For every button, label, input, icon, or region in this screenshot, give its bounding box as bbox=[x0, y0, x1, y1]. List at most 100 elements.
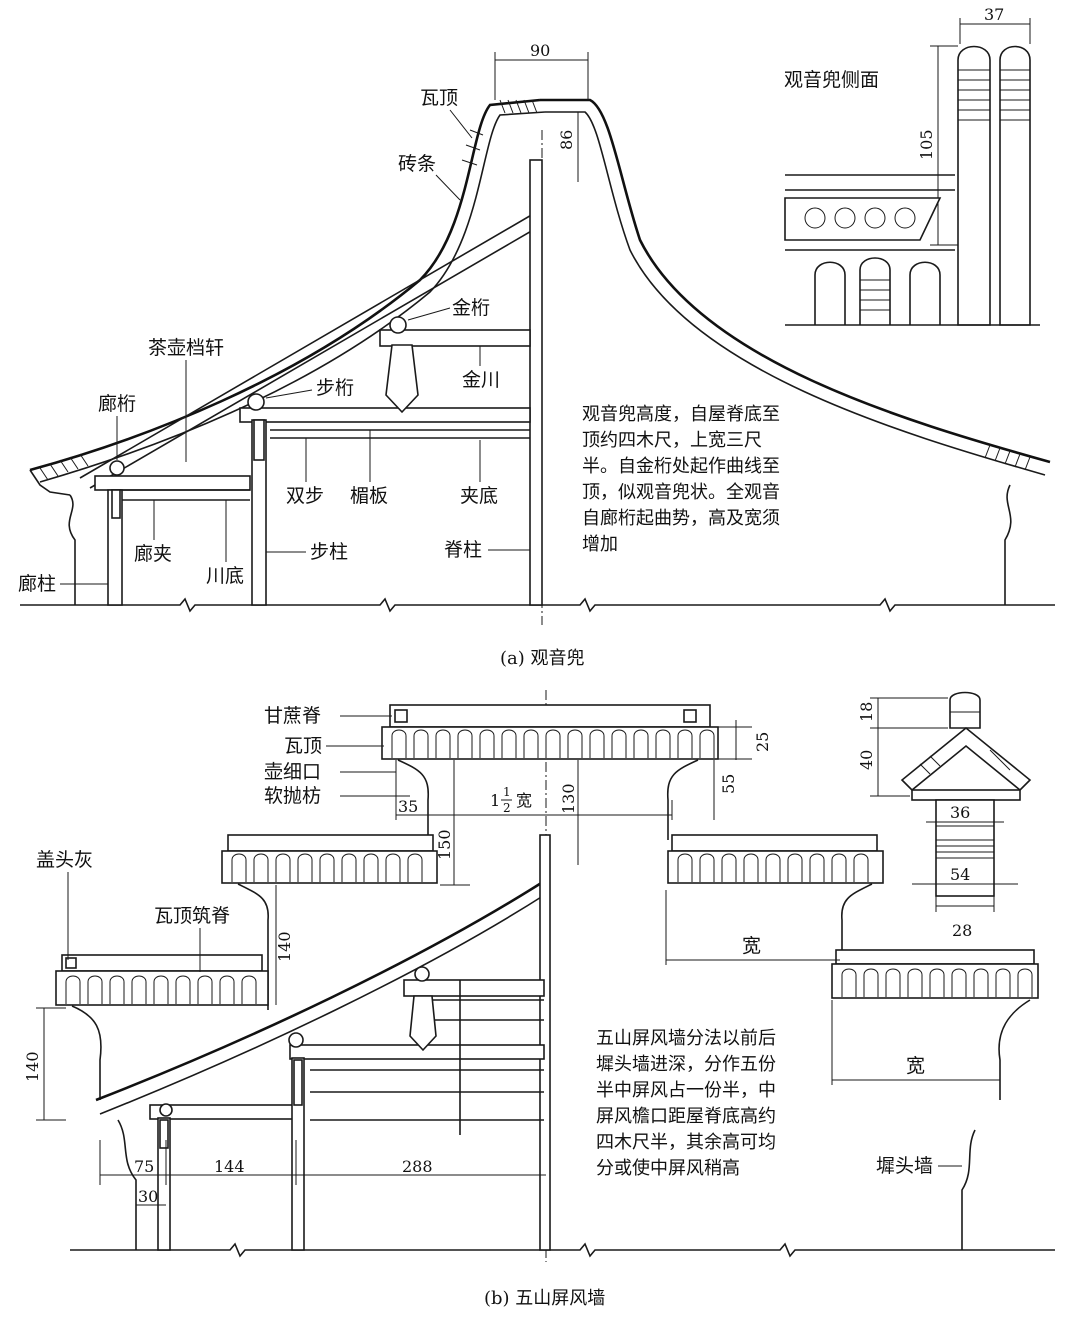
inset-side-view: 观音兜侧面 37 105 bbox=[784, 5, 1040, 326]
dim-90: 90 bbox=[530, 41, 550, 60]
inset-dim-54: 54 bbox=[950, 865, 970, 884]
label-jinchuan: 金川 bbox=[462, 369, 500, 391]
wall-low-left bbox=[117, 1119, 137, 1250]
beam-langjia bbox=[94, 475, 251, 491]
eave-left bbox=[29, 469, 71, 496]
dim-140a: 140 bbox=[275, 931, 294, 962]
corbel-mid-left bbox=[237, 883, 269, 1010]
svg-text:顶，似观音兜状。全观音: 顶，似观音兜状。全观音 bbox=[582, 482, 780, 503]
hanging-bracket-b bbox=[409, 995, 437, 1052]
label-ganzheji: 甘蔗脊 bbox=[264, 705, 321, 727]
dim-140b: 140 bbox=[23, 1051, 42, 1082]
eave-hatch-right bbox=[984, 444, 1031, 471]
rafter-a2 bbox=[89, 225, 541, 489]
ground-line-b bbox=[70, 1242, 1055, 1258]
ridge-low-left bbox=[61, 954, 263, 972]
label-wading-b: 瓦顶 bbox=[284, 735, 322, 757]
inset-dim-36: 36 bbox=[950, 803, 970, 822]
label-langjia: 廊夹 bbox=[134, 543, 172, 565]
roof-profile-left-outer bbox=[29, 98, 541, 472]
corbel-top-left bbox=[397, 759, 429, 880]
label-shuangbu: 双步 bbox=[286, 485, 324, 507]
caption-a: (a) 观音兜 bbox=[500, 648, 585, 669]
ridge-mid-left bbox=[227, 834, 434, 852]
roof-profile-right-inner bbox=[545, 111, 1046, 476]
corbel-low-right bbox=[998, 999, 1031, 1100]
corbel-left bbox=[68, 494, 76, 605]
dim-35: 35 bbox=[398, 797, 418, 816]
label-jiadi: 夹底 bbox=[460, 485, 498, 507]
ridge-top bbox=[389, 704, 711, 728]
dim-144: 144 bbox=[214, 1157, 245, 1176]
corbel-right bbox=[1004, 484, 1012, 605]
label-wading-a: 瓦顶 bbox=[420, 87, 458, 109]
corbel-mid-right bbox=[841, 883, 873, 960]
dim-25: 25 bbox=[753, 732, 772, 752]
dim-55: 55 bbox=[719, 774, 738, 794]
dim-frac-num: 1 bbox=[503, 785, 511, 799]
purlin-langheng bbox=[109, 460, 125, 476]
column-b-bu bbox=[291, 1057, 305, 1251]
svg-text:增加: 增加 bbox=[582, 534, 618, 555]
label-zhuantiao: 砖条 bbox=[398, 153, 436, 175]
wall-low-right bbox=[961, 1129, 976, 1250]
beam-b-low bbox=[149, 1104, 301, 1120]
label-shantouqiang: 墀头墙 bbox=[876, 1155, 933, 1177]
dim-center-whole: 1 bbox=[490, 791, 500, 810]
dim-86: 86 bbox=[557, 130, 576, 150]
label-jizhu: 脊柱 bbox=[444, 539, 482, 561]
roof-profile-right-outer bbox=[540, 98, 1051, 464]
svg-text:屏风檐口距屋脊底高约: 屏风檐口距屋脊底高约 bbox=[596, 1106, 776, 1127]
column-b-lang bbox=[157, 1117, 171, 1251]
dim-288: 288 bbox=[402, 1157, 433, 1176]
small-post-2 bbox=[253, 419, 265, 461]
small-post-1 bbox=[111, 489, 121, 519]
rafter-a1 bbox=[79, 209, 541, 479]
beam-jinchuan bbox=[379, 329, 531, 347]
tile-hatch-top bbox=[461, 99, 538, 166]
roof-profile-left-inner bbox=[39, 111, 546, 483]
dim-130: 130 bbox=[559, 783, 578, 814]
purlin-jinheng bbox=[389, 316, 407, 334]
svg-text:五山屏风墙分法以前后: 五山屏风墙分法以前后 bbox=[596, 1028, 776, 1049]
svg-text:四木尺半，其余高可均: 四木尺半，其余高可均 bbox=[596, 1132, 776, 1153]
ridge-mid-right bbox=[671, 834, 878, 852]
label-langheng: 廊桁 bbox=[98, 393, 136, 415]
label-kuan-right: 宽 bbox=[742, 935, 761, 957]
inset-dim-28: 28 bbox=[952, 921, 972, 940]
label-huxikou: 壶细口 bbox=[264, 761, 321, 783]
tiles-top bbox=[391, 729, 715, 758]
label-jinheng: 金桁 bbox=[452, 297, 490, 319]
roof-slope-b bbox=[95, 878, 547, 1102]
inset-dim-40: 40 bbox=[857, 750, 876, 770]
tile-row-top bbox=[381, 726, 719, 760]
label-ruanpaofang: 软抛枋 bbox=[264, 785, 321, 807]
svg-text:观音兜高度，自屋脊底至: 观音兜高度，自屋脊底至 bbox=[582, 404, 780, 425]
svg-text:自廊桁起曲势，高及宽须: 自廊桁起曲势，高及宽须 bbox=[582, 508, 780, 529]
inset-dim-105: 105 bbox=[917, 129, 936, 160]
label-chuandi: 川底 bbox=[206, 565, 244, 587]
diagram-b-wushan: 35 1 1 2 宽 130 150 25 55 140 140 75 144 … bbox=[23, 690, 1055, 1309]
ridge-post-a bbox=[529, 159, 543, 606]
inset-dim-18: 18 bbox=[857, 702, 876, 722]
corbel-top-right bbox=[667, 759, 699, 840]
ground-line-a bbox=[20, 597, 1055, 613]
eave-hatch-left bbox=[39, 453, 89, 481]
inset-ridge-section: 18 40 36 54 28 bbox=[857, 691, 1032, 940]
purlin-buheng bbox=[247, 393, 265, 411]
inset-title: 观音兜侧面 bbox=[784, 69, 879, 91]
dim-kuan-center: 宽 bbox=[516, 791, 532, 810]
label-buheng: 步桁 bbox=[316, 377, 354, 399]
diagram-a-guanyindou: 90 86 瓦顶 砖条 茶壶档轩 廊桁 金桁 金川 步桁 双步 楣板 夹底 廊夹… bbox=[18, 5, 1055, 669]
svg-text:半。自金桁处起作曲线至: 半。自金桁处起作曲线至 bbox=[582, 456, 780, 477]
hanging-bracket-a bbox=[385, 344, 419, 414]
ridge-post-b bbox=[539, 834, 551, 1251]
label-langzhu: 廊柱 bbox=[18, 573, 56, 595]
dim-lines-b bbox=[36, 720, 1000, 1206]
svg-text:墀头墙进深，分作五份: 墀头墙进深，分作五份 bbox=[596, 1054, 776, 1075]
label-kuan-low: 宽 bbox=[906, 1055, 925, 1077]
tile-row-mid-right bbox=[667, 850, 884, 884]
note-a: 观音兜高度，自屋脊底至 顶约四木尺，上宽三尺 半。自金桁处起作曲线至 顶，似观音… bbox=[582, 404, 780, 555]
svg-text:分或使中屏风稍高: 分或使中屏风稍高 bbox=[596, 1158, 740, 1179]
